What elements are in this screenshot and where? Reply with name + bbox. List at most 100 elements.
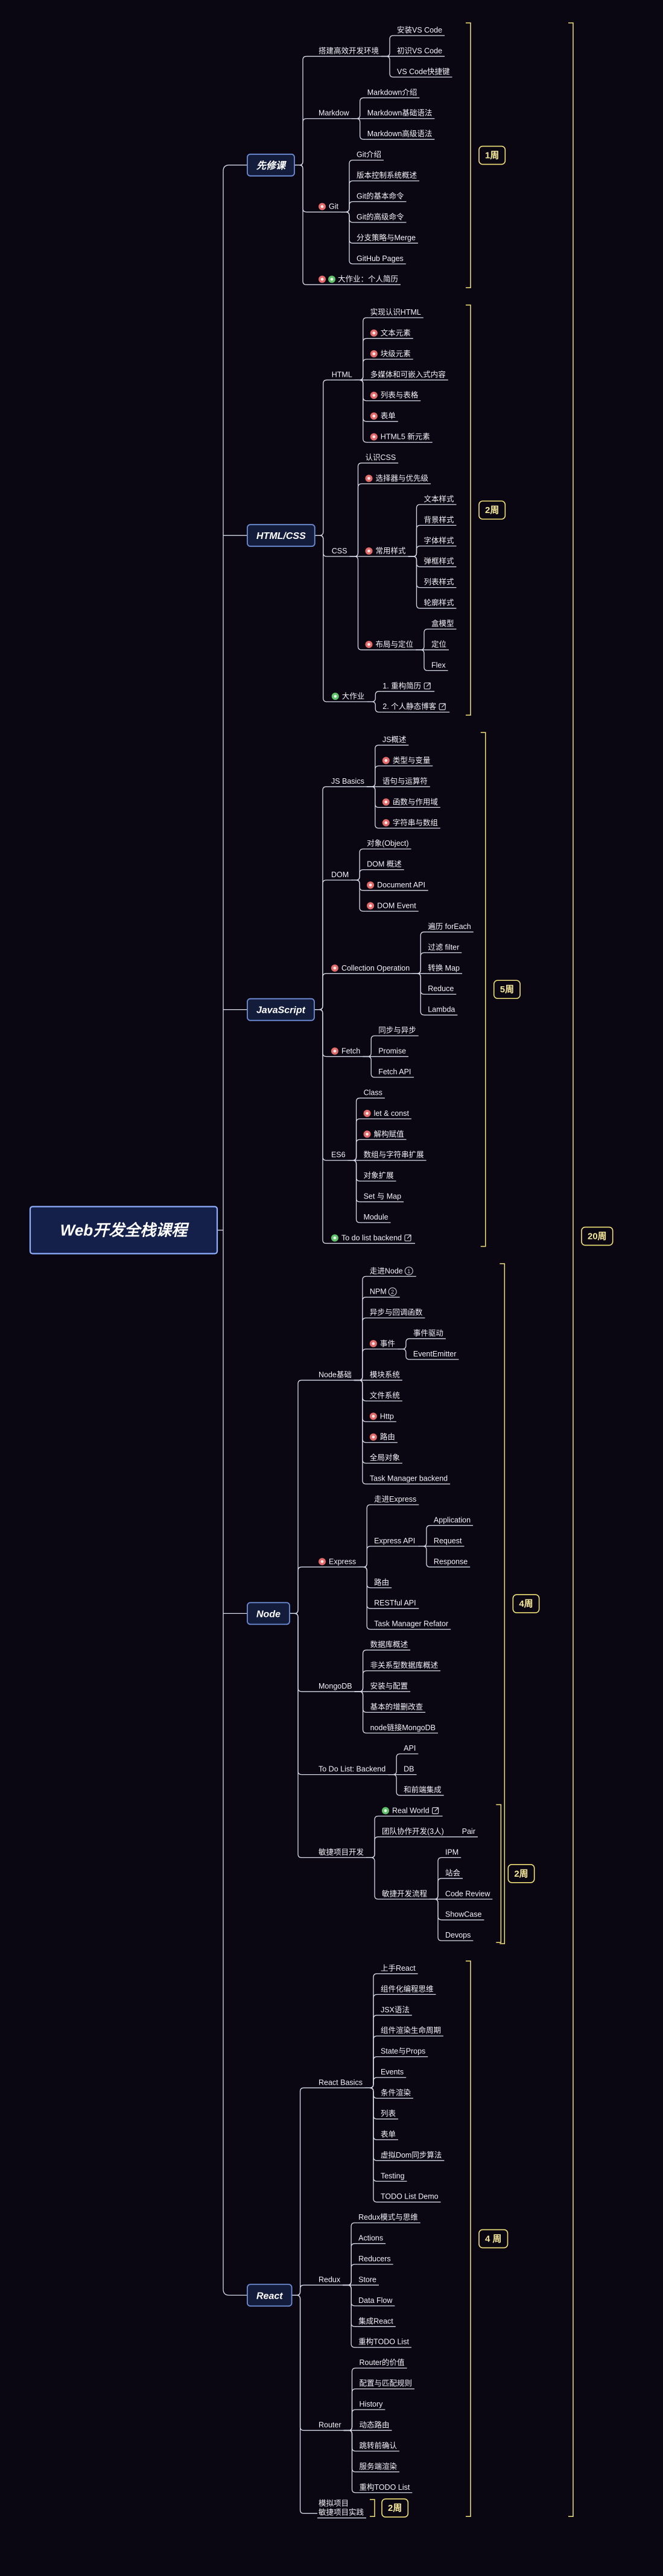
node-布局与定位: 布局与定位 [375, 640, 413, 649]
node-label: DOM 概述 [367, 860, 402, 869]
node-对象-object: 对象(Object) [367, 839, 408, 848]
node-列表与表格: 列表与表格 [381, 391, 419, 400]
node-js-basics: JS Basics [331, 777, 364, 786]
node-dom-event: DOM Event [377, 902, 416, 910]
node-label: Fetch [341, 1047, 360, 1056]
red-icon [363, 1109, 371, 1117]
connector-line [367, 701, 382, 713]
node-异步与回调函数: 异步与回调函数 [370, 1308, 423, 1317]
connector-line [408, 504, 423, 557]
node-git: Git [329, 203, 339, 211]
node-task-manager-refator: Task Manager Refator [374, 1620, 448, 1628]
node-敏捷开发流程: 敏捷开发流程 [382, 1889, 428, 1898]
node-label: 模块系统 [370, 1370, 400, 1379]
node-label: Testing [381, 2171, 405, 2180]
connector-line [354, 379, 369, 402]
node-label: API [404, 1744, 416, 1752]
node-label: Promise [378, 1047, 406, 1056]
node-redux: Redux [319, 2275, 341, 2284]
node-document-api: Document API [377, 881, 425, 889]
node-dom-概述: DOM 概述 [367, 860, 402, 869]
node-弹框样式: 弹框样式 [423, 556, 454, 565]
node-label: 集成React [358, 2316, 393, 2325]
connector-layer [217, 35, 493, 2519]
week-bracket [496, 1804, 502, 1943]
connector-line [291, 2087, 317, 2296]
node-restful-api: RESTful API [374, 1599, 416, 1607]
node-走进node: 走进Node [370, 1267, 403, 1275]
node-label: Devops [445, 1931, 471, 1939]
node-actions: Actions [358, 2234, 383, 2243]
node-label: Data Flow [358, 2296, 393, 2305]
node-常用样式: 常用样式 [375, 546, 406, 555]
node-testing: Testing [381, 2171, 405, 2180]
node-字符串与数组: 字符串与数组 [393, 818, 438, 827]
node-label: 异步与回调函数 [370, 1308, 423, 1317]
svg-text:5周: 5周 [500, 984, 514, 995]
connector-line [290, 1613, 317, 1692]
node-label: 1. 重构简历 [382, 681, 421, 690]
red-icon [331, 1047, 338, 1055]
node-label: Node基础 [319, 1370, 352, 1379]
node-db: DB [404, 1765, 414, 1774]
connector-line [314, 379, 331, 536]
connector-line [290, 1379, 317, 1614]
connector-line [381, 55, 396, 78]
number-2-icon: 2 [388, 1287, 397, 1296]
connector-line [412, 973, 427, 995]
node-盒模型: 盒模型 [431, 619, 454, 628]
connector-line [366, 765, 381, 787]
node-npm: NPM [370, 1288, 387, 1296]
node-label: 列表与表格 [381, 391, 419, 400]
node-label: Pair [462, 1827, 475, 1836]
node-label: Events [381, 2068, 404, 2076]
node-label: VS Code快捷键 [397, 68, 450, 76]
node-label: GitHub Pages [357, 254, 404, 263]
node-label: 站会 [445, 1869, 461, 1877]
connector-line [314, 1009, 330, 1057]
node-label: 解构赋值 [374, 1129, 404, 1138]
node-label: 数据库概述 [370, 1640, 408, 1649]
connector-line [358, 1566, 373, 1589]
node-服务端渲染: 服务端渲染 [360, 2461, 398, 2471]
node-2-个人静态博客: 2. 个人静态博客 [382, 702, 436, 711]
node-类型与变量: 类型与变量 [393, 755, 431, 764]
node-label: 跳转前确认 [360, 2441, 398, 2450]
week-badge-total: 20周 [581, 1226, 614, 1246]
week-bracket [500, 1263, 506, 1944]
node-label: Git的基本命令 [357, 191, 404, 200]
node-label: 文本元素 [381, 328, 411, 337]
connector-line [354, 379, 369, 443]
node-认识css: 认识CSS [365, 453, 396, 462]
node-列表: 列表 [381, 2109, 396, 2118]
connector-line [347, 1139, 363, 1161]
node-label: Class [364, 1088, 382, 1097]
connector-line [351, 880, 366, 891]
node-label: 路由 [374, 1578, 389, 1587]
node-label: 敏捷开发流程 [382, 1889, 428, 1898]
connector-line [364, 1994, 379, 2088]
red-icon [369, 1412, 377, 1420]
node-搭建高效开发环境: 搭建高效开发环境 [319, 46, 379, 55]
connector-line [430, 1898, 445, 1921]
node-task-manager-backend: Task Manager backend [370, 1475, 448, 1483]
node-label: 重构TODO List [358, 2337, 409, 2346]
node-jsx语法: JSX语法 [381, 2006, 410, 2014]
connector-line [388, 1774, 403, 1796]
connector-line [430, 1898, 445, 1941]
connector-line [340, 212, 355, 265]
connector-line [408, 556, 423, 567]
node-label: Request [434, 1537, 462, 1545]
node-label: 常用样式 [375, 546, 406, 555]
week-bracket [480, 732, 486, 1247]
node-字体样式: 字体样式 [423, 536, 454, 545]
connector-line [415, 649, 430, 672]
connector-line [408, 556, 423, 609]
red-icon [382, 798, 390, 806]
connector-line [408, 556, 423, 588]
connector-line [294, 165, 317, 285]
node-label: 分支策略与Merge [357, 233, 416, 242]
node-label: Redux [319, 2275, 341, 2284]
node-class: Class [364, 1088, 382, 1097]
node-code-review: Code Review [445, 1889, 490, 1898]
